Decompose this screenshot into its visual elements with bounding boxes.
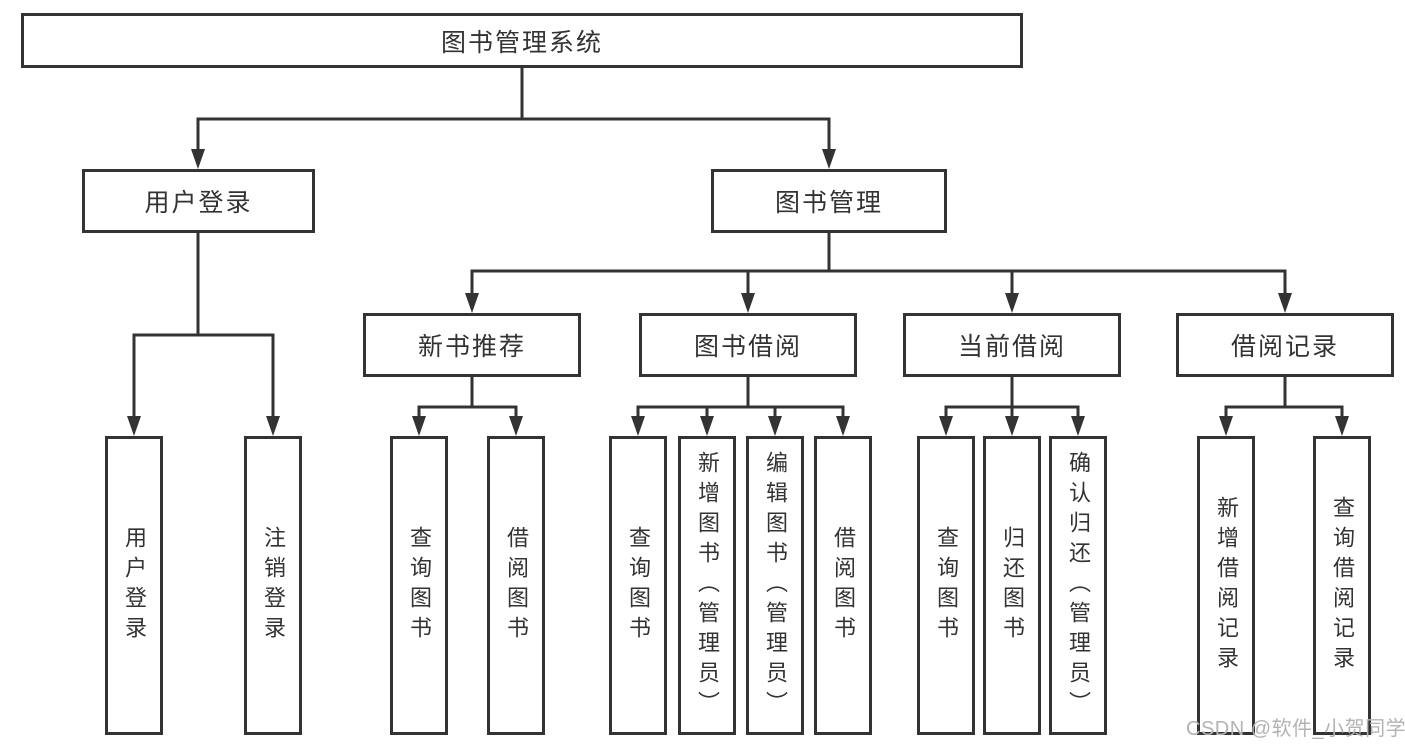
leaf-borrow-query-books: 查询图书 [609, 436, 667, 735]
node-library-system: 图书管理系统 [21, 13, 1023, 68]
leaf-user-login: 用户登录 [105, 436, 163, 735]
leaf-records-query-record: 查询借阅记录 [1313, 436, 1371, 735]
leaf-current-query-books: 查询图书 [917, 436, 975, 735]
tree-edges [132, 66, 1344, 423]
node-borrow-records: 借阅记录 [1176, 313, 1394, 377]
node-new-book-recommend: 新书推荐 [363, 313, 581, 377]
node-current-borrow: 当前借阅 [903, 313, 1121, 377]
leaf-current-confirm-return-admin: 确认归还（管理员） [1049, 436, 1107, 735]
leaf-newbooks-query-books: 查询图书 [390, 436, 448, 735]
leaf-newbooks-borrow-books: 借阅图书 [487, 436, 545, 735]
node-book-management: 图书管理 [711, 169, 947, 233]
leaf-records-add-record: 新增借阅记录 [1197, 436, 1255, 735]
leaf-borrow-edit-books-admin: 编辑图书（管理员） [746, 436, 804, 735]
arrowhead-icons [127, 149, 1349, 436]
watermark: CSDN @软件_小贺同学 [1186, 718, 1405, 740]
leaf-borrow-add-books-admin: 新增图书（管理员） [678, 436, 736, 735]
leaf-borrow-borrow-books: 借阅图书 [814, 436, 872, 735]
leaf-logout: 注销登录 [244, 436, 302, 735]
leaf-current-return-books: 归还图书 [983, 436, 1041, 735]
node-user-login: 用户登录 [82, 169, 315, 233]
node-book-borrow: 图书借阅 [639, 313, 857, 377]
